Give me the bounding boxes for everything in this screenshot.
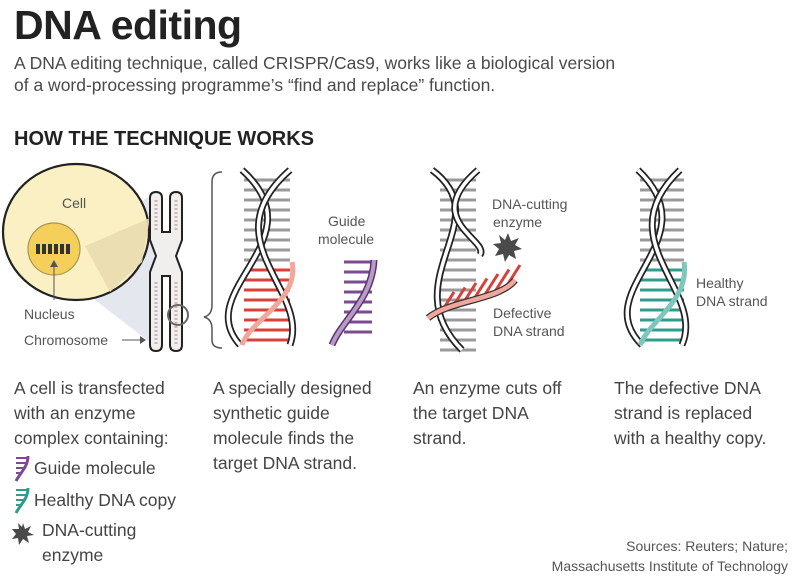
step-2-caption: A specially designed synthetic guide mol… <box>213 376 413 476</box>
caption-line: the target DNA <box>413 403 529 423</box>
sources-credit: Sources: Reuters; Nature; Massachusetts … <box>552 536 788 576</box>
step-4-caption: The defective DNA strand is replaced wit… <box>614 376 800 451</box>
guide-molecule-illustration <box>328 259 378 347</box>
caption-line: molecule finds the <box>213 428 355 448</box>
caption-line: An enzyme cuts off <box>413 378 562 398</box>
healthy-label-line-1: Healthy <box>696 275 743 291</box>
cell-shade <box>85 218 150 292</box>
guide-label-line-1: Guide <box>328 213 366 229</box>
caption-line: target DNA strand. <box>213 453 357 473</box>
enzyme-label-line-2: enzyme <box>493 214 542 230</box>
nucleus-label: Nucleus <box>24 306 75 322</box>
page-title: DNA editing <box>14 2 242 48</box>
crispr-diagram: Cell Nucleus Chromosome Guide molecule <box>1 162 768 353</box>
caption-line: A specially designed <box>213 378 372 398</box>
step-3-caption: An enzyme cuts off the target DNA strand… <box>413 376 613 451</box>
chromosome-label: Chromosome <box>24 332 108 348</box>
legend-item-healthy: Healthy DNA copy <box>12 484 212 516</box>
defective-rung <box>493 268 511 293</box>
legend-label: DNA-cutting <box>42 520 137 540</box>
defective-label-line-2: DNA strand <box>493 323 565 339</box>
nucleus-pointer-arrow-icon <box>50 260 58 267</box>
chromosome-highlight-circle <box>167 304 189 326</box>
caption-line: A cell is transfected <box>14 378 165 398</box>
defective-dna-strand <box>425 264 522 321</box>
caption-line: with a healthy copy. <box>614 428 767 448</box>
subtitle-line-2: of a word-processing programme’s “find a… <box>14 75 496 95</box>
defective-rung <box>482 273 500 297</box>
guide-molecule-icon <box>14 455 30 482</box>
sources-line-2: Massachusetts Institute of Technology <box>551 558 788 574</box>
defective-label-line-1: Defective <box>493 305 552 321</box>
legend-item-guide: Guide molecule <box>12 452 212 484</box>
nucleus-chromosomes-icon <box>36 244 70 254</box>
sources-line-1: Sources: Reuters; Nature; <box>626 538 788 554</box>
step-1-caption: A cell is transfected with an enzyme com… <box>14 376 204 451</box>
caption-line: with an enzyme <box>14 403 136 423</box>
caption-line: strand is replaced <box>614 403 753 423</box>
subtitle: A DNA editing technique, called CRISPR/C… <box>14 52 714 96</box>
chromosome-pointer-arrow-icon <box>140 336 146 344</box>
caption-line: synthetic guide <box>213 403 330 423</box>
legend-item-enzyme: DNA-cutting enzyme <box>12 518 212 568</box>
caption-line: complex containing: <box>14 428 169 448</box>
guide-label-line-2: molecule <box>318 231 374 247</box>
legend-label: enzyme <box>42 545 104 565</box>
enzyme-icon <box>12 523 34 545</box>
legend-label: Guide molecule <box>34 457 156 478</box>
dna-helix-healthy <box>623 167 690 348</box>
legend-label: Healthy DNA copy <box>34 489 177 510</box>
legend: Guide molecule Healthy DNA copy DNA-cutt… <box>12 452 212 568</box>
caption-line: strand. <box>413 428 467 448</box>
caption-line: The defective DNA <box>614 378 761 398</box>
bracket <box>203 171 223 349</box>
section-heading: HOW THE TECHNIQUE WORKS <box>14 128 314 150</box>
dna-helix-target <box>224 167 297 348</box>
chromosome-icon <box>149 190 189 353</box>
subtitle-line-1: A DNA editing technique, called CRISPR/C… <box>14 53 616 73</box>
cell-label: Cell <box>62 195 86 211</box>
dna-helix-cut <box>429 167 485 353</box>
healthy-label-line-2: DNA strand <box>696 293 768 309</box>
enzyme-label-line-1: DNA-cutting <box>492 196 567 212</box>
dna-cutting-enzyme-icon <box>493 233 522 262</box>
healthy-dna-icon <box>14 487 30 514</box>
